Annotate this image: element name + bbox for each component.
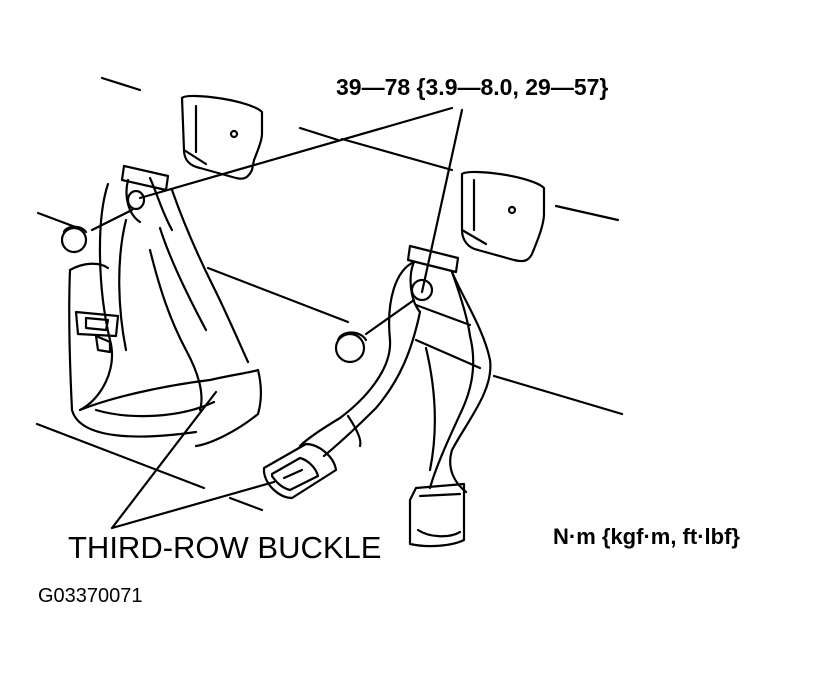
left-belt-webbing [68, 182, 263, 448]
buckle-leader-lines [110, 390, 276, 530]
left-mounting-plate [180, 94, 264, 180]
third-row-buckle-label: THIRD-ROW BUCKLE [68, 530, 382, 565]
torque-leader-lines [138, 106, 464, 294]
left-buckle-latch [74, 310, 120, 354]
left-bolt [60, 225, 88, 254]
left-anchor-bracket [120, 164, 174, 232]
right-long-strap [424, 270, 492, 494]
right-short-strap [298, 260, 422, 458]
floor-reference-lines [35, 76, 624, 512]
right-buckle-housing [262, 442, 338, 500]
right-bolt [334, 331, 368, 364]
torque-specification: 39—78 {3.9—8.0, 29—57} [336, 74, 609, 100]
right-mounting-plate [460, 170, 546, 263]
right-tongue-plate [408, 482, 466, 548]
figure-code: G03370071 [38, 585, 143, 607]
unit-legend: N·m {kgf·m, ft·lbf} [553, 524, 740, 549]
